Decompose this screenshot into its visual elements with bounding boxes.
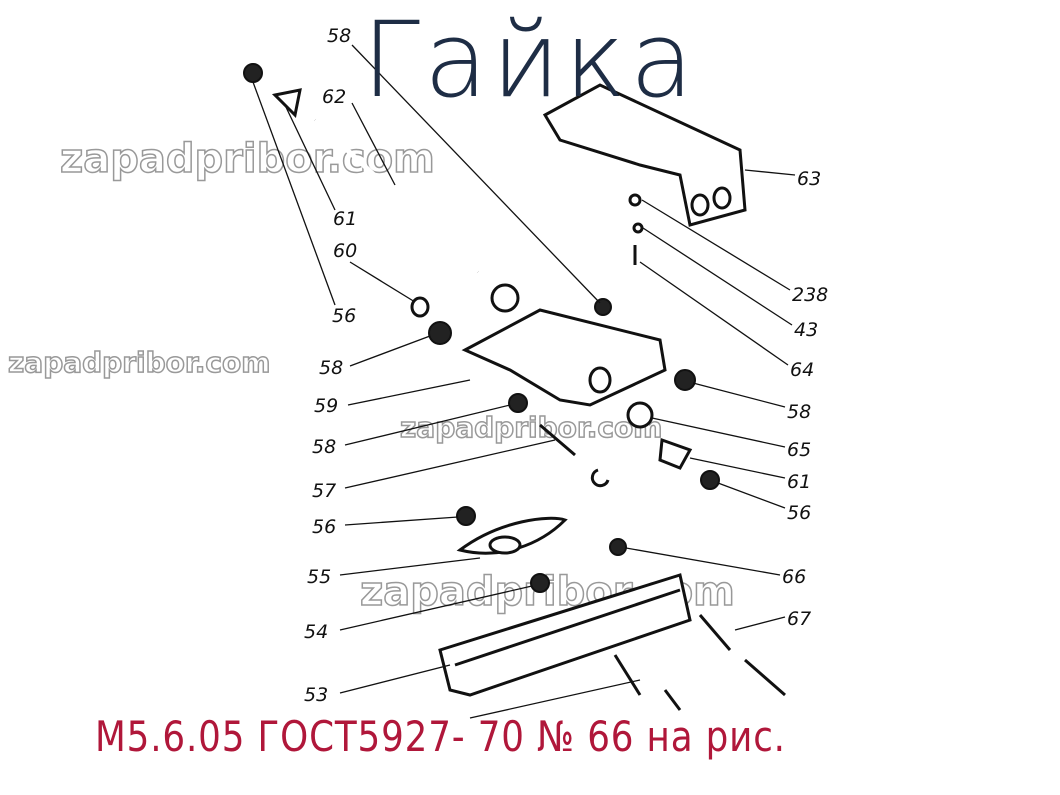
- part-label: 43: [794, 319, 818, 341]
- part-caption: М5.6.05 ГОСТ5927- 70 № 66 на рис.: [95, 712, 786, 761]
- part-label: 53: [304, 684, 328, 706]
- part-label: 64: [790, 359, 814, 381]
- part-label: 66: [782, 566, 806, 588]
- part-label: 67: [787, 608, 811, 630]
- part-label: 55: [307, 566, 331, 588]
- part-label: 58: [319, 357, 343, 379]
- part-label: 57: [312, 480, 336, 502]
- part-label: 56: [787, 502, 811, 524]
- washer-60: [410, 296, 430, 318]
- part-label: 58: [312, 436, 336, 458]
- part-label: 56: [332, 305, 356, 327]
- part-label: 56: [312, 516, 336, 538]
- watermark: zapadpribor.com: [60, 136, 435, 182]
- bracket-63: [542, 83, 747, 227]
- part-label: 63: [797, 168, 821, 190]
- watermark: zapadpribor.com: [8, 346, 270, 379]
- parts-drawing: [243, 63, 786, 711]
- part-label: 58: [787, 401, 811, 423]
- part-label: 61: [333, 208, 357, 230]
- part-label: 62: [322, 86, 346, 108]
- part-label: 61: [787, 471, 811, 493]
- part-label: 60: [333, 240, 357, 262]
- part-label: 65: [787, 439, 811, 461]
- leader-lines: [252, 44, 796, 719]
- part-label: 54: [304, 621, 328, 643]
- part-labels: 58 62 61 60 56 58 59 58 57 56 55 54 53 6…: [304, 25, 828, 706]
- lever-59: [461, 308, 667, 407]
- channel-53: [438, 573, 692, 697]
- part-label: 58: [327, 25, 351, 47]
- part-label: 59: [314, 395, 338, 417]
- watermark: zapadpribor.com: [400, 411, 662, 444]
- part-label: 238: [792, 284, 828, 306]
- page-title: Гайка: [362, 0, 698, 121]
- nut-56: [243, 63, 263, 83]
